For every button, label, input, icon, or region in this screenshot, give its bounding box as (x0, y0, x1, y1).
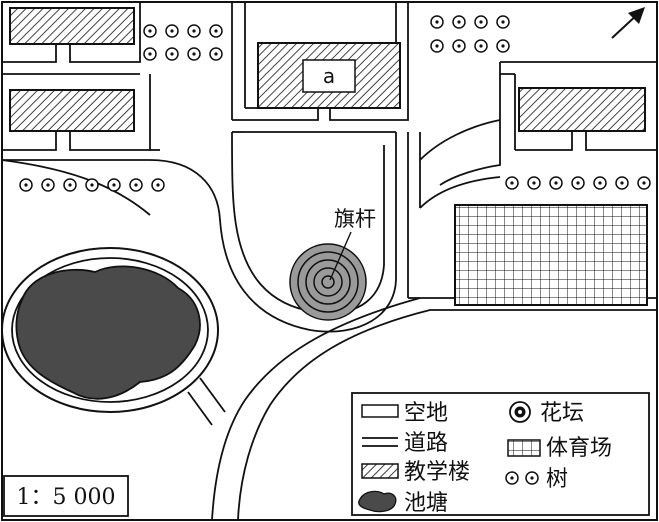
legend-label-teaching-building: 教学楼 (404, 460, 470, 485)
tree-icon (637, 176, 651, 190)
tree-icon (165, 24, 179, 38)
flagpole-pointer (329, 231, 352, 281)
tree-icon (505, 471, 519, 485)
tree-icon (129, 178, 143, 192)
legend-label-empty-land: 空地 (404, 401, 448, 426)
tree-icon (41, 178, 55, 192)
tree-icon (143, 47, 157, 61)
tree-icon (527, 176, 541, 190)
flagpole-label: 旗杆 (334, 207, 376, 231)
stadium-icon (507, 439, 541, 457)
flower-bed-icon (509, 401, 531, 423)
tree-icon (615, 176, 629, 190)
teaching-building-1 (9, 7, 135, 45)
tree-icon (19, 178, 33, 192)
tree-icon (151, 178, 165, 192)
tree-icon (165, 47, 179, 61)
building-a-label-box (302, 59, 356, 93)
tree-icon (505, 176, 519, 190)
tree-icon (525, 471, 539, 485)
tree-icon (496, 15, 510, 29)
tree-icon (474, 39, 488, 53)
tree-icon (85, 178, 99, 192)
tree-icon (430, 39, 444, 53)
scale-text: 1：5 000 (17, 485, 116, 510)
scale-box (3, 475, 129, 517)
legend-label-tree: 树 (546, 467, 568, 492)
pond (15, 265, 201, 400)
teaching-building-icon (361, 463, 399, 479)
tree-icon (452, 15, 466, 29)
tree-icon (187, 47, 201, 61)
legend: 空地 道路 教学楼 池塘 花坛 体育场 树 (351, 392, 650, 516)
teaching-building-3 (518, 87, 646, 132)
flower-bed (289, 243, 367, 321)
pond-icon (358, 490, 397, 513)
north-arrow-icon (611, 7, 645, 39)
tree-icon (63, 178, 77, 192)
building-a-label: a (323, 64, 335, 88)
tree-icon (143, 24, 157, 38)
tree-icon (496, 39, 510, 53)
tree-icon (187, 24, 201, 38)
legend-label-road: 道路 (404, 431, 448, 456)
legend-label-pond: 池塘 (404, 491, 448, 516)
legend-label-flower-bed: 花坛 (540, 401, 584, 426)
tree-icon (209, 24, 223, 38)
tree-icon (474, 15, 488, 29)
tree-icon (107, 178, 121, 192)
tree-icon (452, 39, 466, 53)
tree-icon (571, 176, 585, 190)
teaching-building-2 (9, 89, 135, 132)
tree-icon (430, 15, 444, 29)
tree-icon (549, 176, 563, 190)
empty-land-icon (361, 404, 399, 418)
pond-area (1, 247, 219, 413)
legend-box (351, 392, 650, 516)
legend-label-stadium: 体育场 (546, 436, 612, 461)
stadium (454, 204, 648, 306)
teaching-buildings: a (9, 7, 646, 132)
tree-icon (209, 47, 223, 61)
tree-icon (593, 176, 607, 190)
